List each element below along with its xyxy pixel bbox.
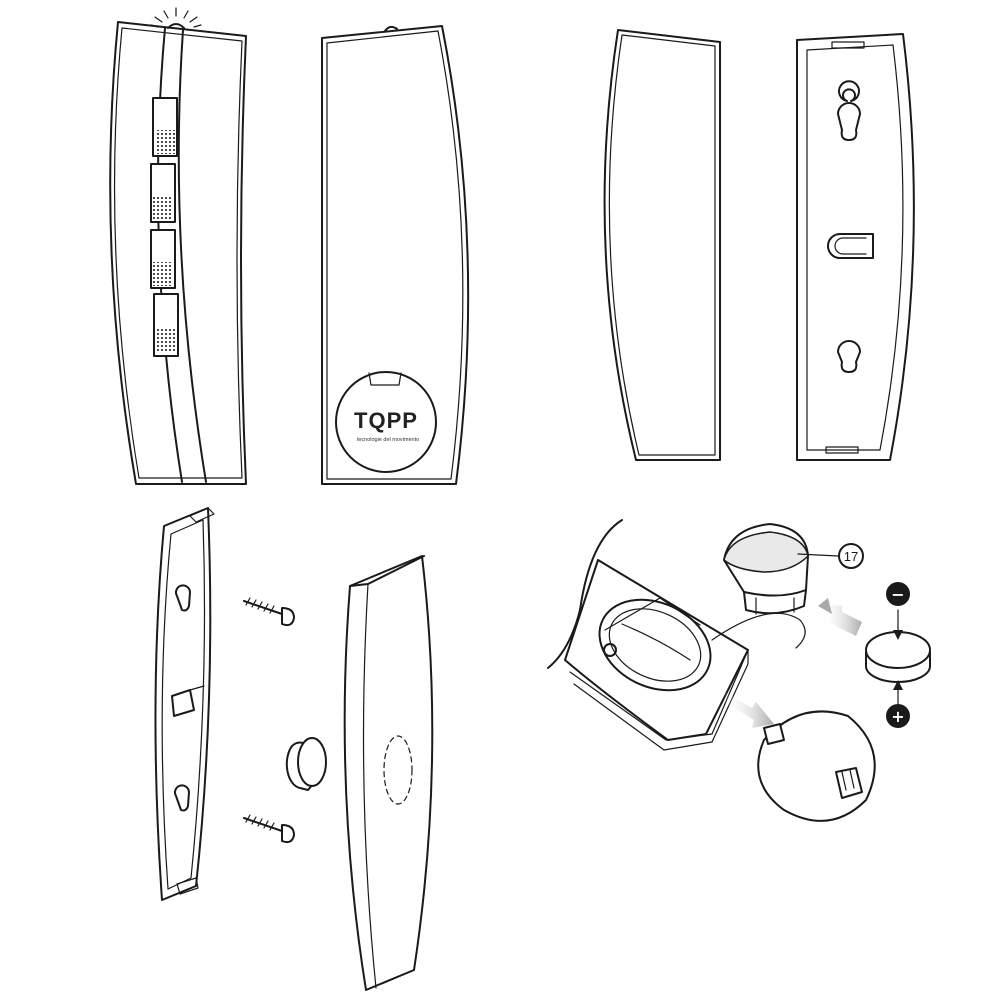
callout-label: 17 [844,549,858,564]
exploded-base-plate [154,507,215,901]
led-indicator [150,7,202,29]
removal-arrow [722,690,774,728]
screw-top [243,597,295,627]
exploded-front-shell [343,555,434,991]
positive-symbol: + [891,707,904,726]
screw-bottom [243,814,295,844]
button-1[interactable] [152,97,178,157]
keyhole-slot-top [837,80,861,141]
cable-slot [827,233,874,259]
insertion-arrow [818,598,862,636]
battery-cover[interactable]: TQPP tecnologie del movimento [335,371,437,473]
wall-base-plate [796,33,915,461]
callout-17: 17 [797,543,864,569]
negative-terminal-icon: − [886,582,910,606]
transmitter-rear-view: TQPP tecnologie del movimento [321,25,470,485]
button-4[interactable] [153,293,179,357]
transmitter-front-view [109,7,247,485]
keyhole-slot-bottom [837,340,861,373]
button-cell-battery [285,737,327,791]
positive-terminal-icon: + [886,704,910,728]
brand-logo: TQPP [354,408,418,433]
front-shell [603,29,721,461]
removed-battery-cover [757,710,876,822]
negative-symbol: − [891,585,904,604]
button-2[interactable] [150,163,176,223]
button-3[interactable] [150,229,176,289]
brand-tagline: tecnologie del movimento [357,437,419,443]
battery-clip [723,523,809,615]
battery-detail-view [547,519,806,751]
cr2032-coin-cell [865,609,931,705]
battery-compartment [598,597,712,692]
